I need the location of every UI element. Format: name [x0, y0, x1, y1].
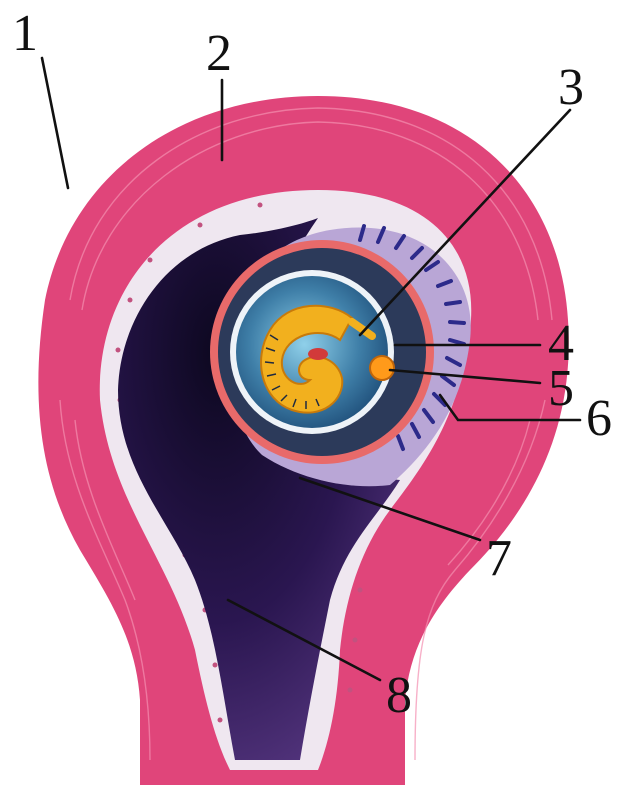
label-6: 6 [586, 390, 612, 447]
label-2: 2 [206, 25, 232, 82]
yolk-sac [370, 356, 394, 380]
label-5: 5 [548, 360, 574, 417]
label-3: 3 [558, 59, 584, 116]
label-1: 1 [12, 5, 38, 62]
embryonic-heart [308, 348, 328, 360]
leader-1 [42, 58, 68, 188]
label-8: 8 [386, 667, 412, 724]
label-7: 7 [486, 530, 512, 587]
